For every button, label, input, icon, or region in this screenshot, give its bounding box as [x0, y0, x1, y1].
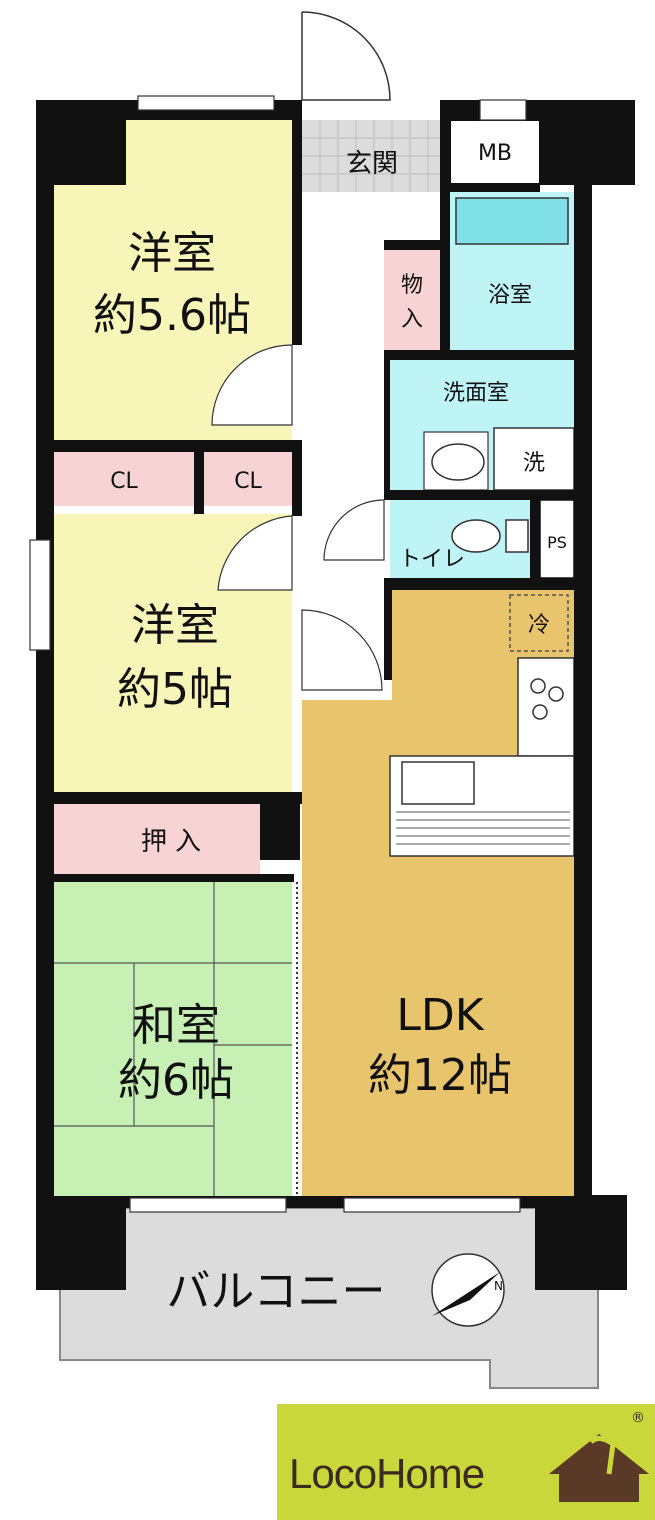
- oshiire-closet: [54, 804, 260, 874]
- bath-label: 浴室: [488, 283, 532, 308]
- tatami-lines: [54, 882, 292, 1196]
- window-side: [29, 539, 51, 651]
- door-swing-western1: [211, 344, 293, 426]
- wall-block: [36, 100, 126, 185]
- japanese-name: 和室: [132, 1000, 220, 1051]
- storage-label-1: 物: [401, 273, 423, 298]
- door-swing-western2: [217, 515, 293, 591]
- burner: [548, 686, 564, 702]
- closet-2: [204, 452, 292, 506]
- western1-name: 洋室: [128, 228, 216, 279]
- toilet-bowl: [451, 519, 501, 553]
- toilet-label: トイレ: [399, 547, 465, 572]
- storage-label-2: 入: [401, 307, 423, 332]
- washroom-label: 洗面室: [443, 381, 509, 406]
- door-swing-ldk: [301, 609, 383, 691]
- mb-label: MB: [478, 141, 512, 166]
- wall-block: [540, 100, 635, 185]
- wall-block: [36, 1195, 126, 1290]
- brand-name: LocoHome: [289, 1450, 485, 1497]
- balcony-label: バルコニー: [166, 1266, 385, 1317]
- burner: [532, 704, 548, 720]
- ps-label: PS: [547, 533, 567, 552]
- window-bath: [479, 99, 527, 121]
- ldk-room: [302, 590, 574, 1196]
- japanese-room: [54, 882, 292, 1196]
- entrance-label: 玄関: [346, 149, 398, 179]
- closet1-label: CL: [110, 469, 138, 494]
- kitchen-sink: [401, 761, 475, 805]
- window-bottom-2: [343, 1197, 521, 1213]
- storage-closet: [384, 250, 440, 350]
- washer-box: [493, 427, 575, 491]
- entrance-door-swing: [301, 11, 391, 101]
- burner: [530, 678, 546, 694]
- brand-logo: LocoHome ®: [277, 1404, 655, 1520]
- fridge-space: [509, 594, 569, 652]
- western2-name: 洋室: [131, 600, 219, 651]
- japanese-size: 約6帖: [118, 1055, 234, 1106]
- western-room-1: [54, 120, 292, 440]
- compass-north-label: N: [494, 1279, 503, 1293]
- window-top: [137, 95, 275, 111]
- brand-registered-mark: ®: [631, 1410, 645, 1426]
- western1-size: 約5.6帖: [93, 290, 251, 341]
- ldk-size: 約12帖: [368, 1050, 512, 1101]
- sink-basin: [431, 443, 485, 481]
- counter-lines: [396, 811, 570, 845]
- fridge-label: 冷: [528, 613, 550, 638]
- bathtub: [455, 197, 569, 245]
- door-swing-toilet: [323, 499, 385, 561]
- toilet-tank: [505, 519, 529, 553]
- stove-counter: [517, 657, 575, 757]
- window-bottom-1: [129, 1197, 287, 1213]
- ldk-name: LDK: [396, 990, 484, 1041]
- entrance-tile-grid: [302, 120, 440, 192]
- palm-house-icon: [549, 1419, 649, 1502]
- western2-size: 約5帖: [117, 664, 233, 715]
- closet2-label: CL: [234, 469, 262, 494]
- compass-icon: N: [431, 1253, 505, 1327]
- closet-1: [54, 452, 194, 506]
- washer-label: 洗: [523, 451, 545, 476]
- oshiire-label: 押入: [141, 827, 209, 857]
- wall-block: [535, 1195, 627, 1290]
